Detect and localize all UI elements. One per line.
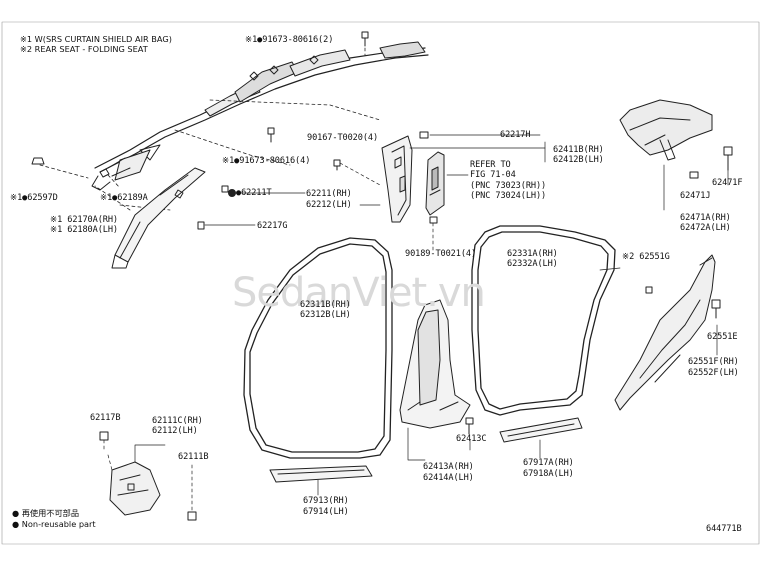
screw-90167 [333, 159, 381, 186]
clip-62597 [31, 157, 45, 165]
callout-62471f: 62471F [712, 178, 743, 188]
callout-90167: 90167-T0020(4) [307, 133, 379, 143]
note-line-2: ※2 REAR SEAT - FOLDING SEAT [20, 44, 148, 54]
callout-62471a: 62471A(RH) [680, 213, 731, 223]
cowl-side-trim [109, 461, 161, 516]
refer-line-4: (PNC 73024(LH)) [470, 191, 547, 201]
watermark-text: SedanViet.vn [232, 270, 486, 316]
legend-item-2: ● Non-reusable part [12, 519, 96, 529]
rear-door-opening-trim [471, 225, 616, 416]
callout-62471j: 62471J [680, 191, 711, 201]
callout-62312b: 62312B(LH) [300, 310, 351, 320]
refer-line-1: REFER TO [470, 160, 511, 170]
callout-62180a: ※1 62180A(LH) [50, 225, 118, 235]
refer-line-3: (PNC 73023(RH)) [470, 181, 547, 191]
clip-62471j [689, 171, 699, 179]
frame-border [1, 21, 760, 545]
callout-67917a: 67917A(RH) [523, 458, 574, 468]
callout-62332a: 62332A(LH) [507, 259, 558, 269]
callout-62217g: 62217G [257, 221, 288, 231]
callout-62189a: ※1●62189A [100, 193, 148, 203]
roof-side-inner-garnish [619, 99, 713, 161]
callout-62413c: 62413C [456, 434, 487, 444]
clip-62413c [465, 417, 474, 435]
callout-62117b: 62117B [90, 413, 121, 423]
callout-62311b: 62311B(RH) [300, 300, 351, 310]
clip-62189 [99, 168, 110, 178]
front-door-opening-trim [243, 237, 393, 459]
legend-item-1: ● 再使用不可部品 [12, 508, 80, 518]
callout-67914: 67914(LH) [303, 507, 349, 517]
front-scuff-plate [269, 465, 373, 483]
callout-62412b: 62412B(LH) [553, 155, 604, 165]
screw-91673-4 [267, 127, 275, 143]
callout-67913: 67913(RH) [303, 496, 349, 506]
callout-91673-2: ※1●91673-80616(2) [245, 35, 334, 45]
callout-62111b: 62111B [178, 452, 209, 462]
callout-62331a: 62331A(RH) [507, 249, 558, 259]
callout-62551e: 62551E [707, 332, 738, 342]
clip-62551e [711, 299, 721, 319]
callout-62211t: ●62211T [236, 188, 272, 198]
screw-91673-2 [361, 31, 369, 47]
front-pillar-garnish [111, 167, 206, 269]
callout-91673-4: ※1●91673-80616(4) [222, 156, 311, 166]
clip-62217h [419, 131, 541, 139]
callout-62170a: ※1 62170A(RH) [50, 215, 118, 225]
callout-62411b: 62411B(RH) [553, 145, 604, 155]
leaders-lower [317, 164, 729, 496]
clip-62217g [197, 221, 256, 230]
callout-62552f: 62552F(LH) [688, 368, 739, 378]
callout-62217h: 62217H [500, 130, 531, 140]
callout-62551g: ※2 62551G [622, 252, 670, 262]
curtain-airbag-assembly [91, 41, 429, 191]
callout-62211: 62211(RH) [306, 189, 352, 199]
callout-62551f: 62551F(RH) [688, 357, 739, 367]
clip-62471f [723, 146, 733, 171]
callout-62597d: ※1●62597D [10, 193, 58, 203]
leader-dashes-top [39, 41, 381, 211]
callout-62414a: 62414A(LH) [423, 473, 474, 483]
callout-62472a: 62472A(LH) [680, 223, 731, 233]
callout-62413a: 62413A(RH) [423, 462, 474, 472]
callout-67918a: 67918A(LH) [523, 469, 574, 479]
quarter-trim-panel [614, 254, 716, 411]
callout-90189: 90189-T0021(4) [405, 249, 477, 259]
center-pillar-upper-garnish [381, 135, 445, 223]
callout-62112: 62112(LH) [152, 426, 198, 436]
clip-62551g [645, 286, 653, 294]
clip-62211t [221, 185, 306, 197]
figure-code: 644771B [706, 524, 742, 534]
clip-62111b [187, 511, 197, 521]
rear-scuff-plate [499, 417, 583, 443]
clip-62117b [99, 431, 109, 453]
callout-62111c: 62111C(RH) [152, 416, 203, 426]
callout-62212: 62212(LH) [306, 200, 352, 210]
refer-line-2: FIG 71-04 [470, 170, 516, 180]
clip-90189 [429, 216, 438, 251]
note-line-1: ※1 W(SRS CURTAIN SHIELD AIR BAG) [20, 34, 172, 44]
leaders-b-pillar [359, 141, 546, 206]
center-pillar-lower-garnish [399, 299, 471, 429]
leaders-bottom-left [107, 444, 193, 513]
